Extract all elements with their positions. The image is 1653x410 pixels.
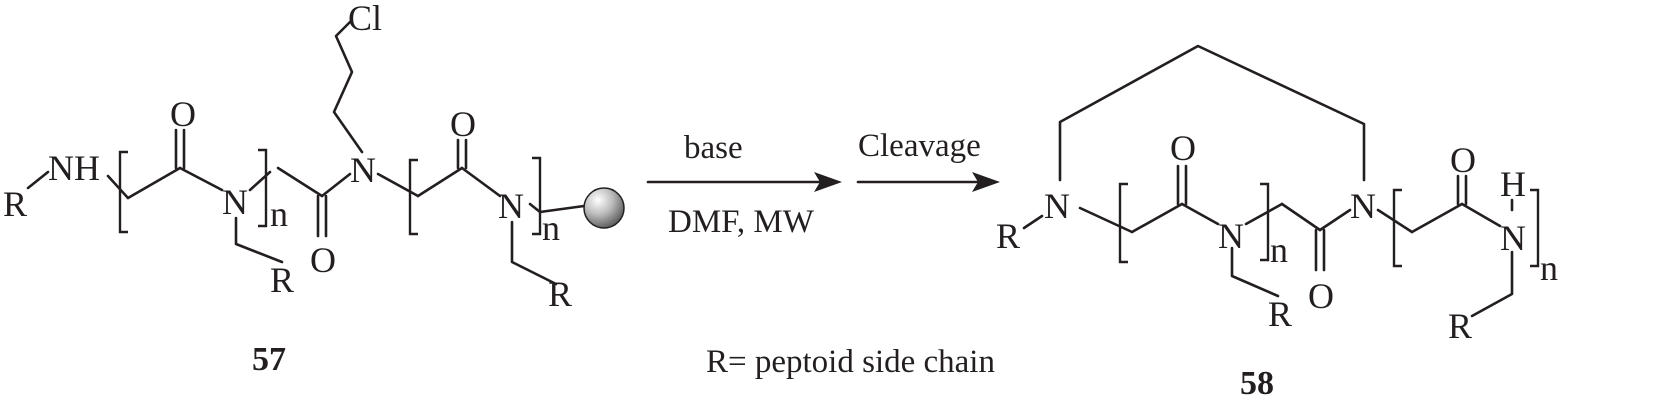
atom-nh: NH: [48, 148, 100, 188]
bond-co2-n3: [1318, 208, 1352, 232]
compound-label-58: 58: [1240, 365, 1274, 402]
bond-n-ch2-down: [234, 216, 284, 264]
arrow-1-reagent-above: base: [684, 130, 743, 166]
subscript-n: n: [270, 194, 288, 234]
atom-r: R: [548, 274, 572, 314]
atom-o: O: [450, 104, 476, 144]
bond-co3-o-double: [1456, 174, 1468, 206]
bracket-right-1-close: [1260, 182, 1270, 262]
atom-o: O: [170, 94, 196, 134]
atom-r: R: [1448, 306, 1472, 346]
bond-co3-n4: [1460, 202, 1502, 228]
atom-n: N: [1350, 186, 1376, 226]
bond-macrocycle-linker: [1058, 44, 1366, 182]
atom-o: O: [1450, 140, 1476, 180]
bond-n2-chloropropyl: [332, 20, 364, 154]
bond-n2-ch2-down: [1230, 246, 1280, 298]
bond-co-n2: [1180, 202, 1220, 226]
compound-label-57: 57: [252, 341, 286, 378]
reaction-arrow-1: [646, 172, 842, 192]
subscript-n: n: [542, 208, 560, 248]
compound-58-structure: R N O N n R O N O H N n R: [996, 44, 1558, 346]
atom-n: N: [350, 150, 376, 190]
bracket-right-2-open: [1392, 188, 1402, 268]
atom-r: R: [3, 184, 27, 224]
atom-r: R: [996, 216, 1020, 256]
bracket-left-1-close: [258, 148, 268, 228]
subscript-n: n: [1540, 248, 1558, 288]
atom-o: O: [310, 240, 336, 280]
atom-n: N: [498, 186, 524, 226]
bond-r-n1: [1022, 214, 1044, 230]
bond-co3-n3: [460, 166, 502, 198]
bond-n2-ch2-right: [1244, 202, 1284, 226]
atom-r: R: [1268, 294, 1292, 334]
atom-n: N: [1044, 186, 1070, 226]
r-group-legend: R= peptoid side chain: [706, 344, 995, 380]
arrow-1-conditions-below: DMF, MW: [668, 204, 815, 240]
bond-co-o-double: [174, 128, 186, 170]
bracket-right-1-open: [1118, 182, 1128, 264]
bond-ch2-co2: [276, 166, 324, 198]
atom-h: H: [1500, 164, 1526, 204]
bond-n4-ch2-down: [1470, 250, 1514, 318]
bond-co2-o-double: [1314, 228, 1326, 272]
bond-n2-ch2: [376, 172, 420, 198]
bond-co-o-double: [1176, 164, 1188, 206]
bond-co2-o-double: [316, 194, 328, 238]
atom-o: O: [1170, 128, 1196, 168]
bond-ch2-co2: [1280, 202, 1322, 232]
subscript-n: n: [1270, 230, 1288, 270]
bond-ch2-co: [126, 166, 182, 200]
bond-co3-o-double: [456, 138, 468, 170]
bond-ch2-co3: [1410, 202, 1464, 234]
atom-r: R: [270, 260, 294, 300]
compound-57-structure: R NH O N n R Cl N O O N n R: [3, 0, 625, 314]
bracket-right-2-close: [1530, 188, 1540, 268]
bond-co2-n2: [320, 172, 352, 198]
bond-co-n: [178, 166, 224, 192]
bond-ch2-co: [1130, 202, 1184, 234]
resin-bead-icon: [583, 187, 625, 229]
reaction-arrow-2: [856, 172, 1000, 192]
bond-r-nh: [26, 170, 50, 190]
atom-o: O: [1308, 276, 1334, 316]
bond-ch2-co3: [416, 166, 464, 198]
atom-n: N: [1218, 216, 1244, 256]
bracket-left-2-close: [532, 156, 542, 236]
bond-nh-ch2: [106, 174, 130, 200]
atom-n: N: [222, 182, 248, 222]
atom-cl: Cl: [348, 0, 382, 38]
arrow-2-reagent-above: Cleavage: [858, 128, 981, 164]
bond-n3-ch2-down: [510, 220, 558, 286]
bracket-left-2-open: [408, 158, 418, 236]
bracket-left-1-open: [118, 150, 128, 234]
bond-n1-ch2: [1078, 206, 1134, 234]
atom-n: N: [1500, 218, 1526, 258]
